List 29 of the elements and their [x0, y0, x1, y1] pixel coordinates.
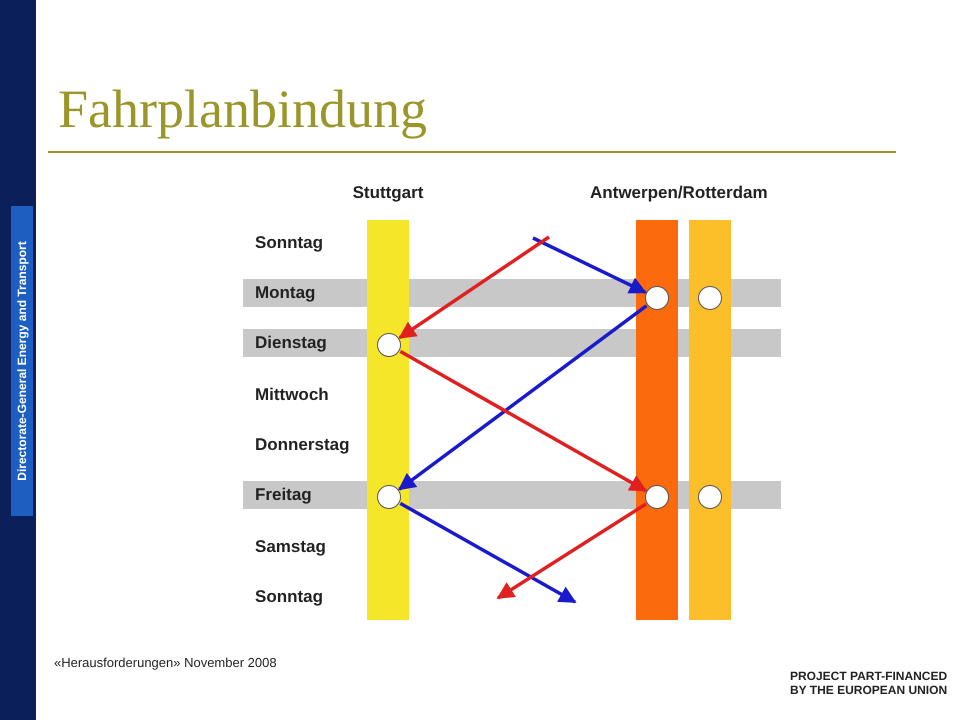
slide-title: Fahrplanbindung [58, 78, 427, 140]
footer-note: «Herausforderungen» November 2008 [54, 655, 277, 670]
day-label: Dienstag [255, 333, 327, 353]
arrow [399, 350, 648, 492]
column-bar [367, 220, 409, 620]
funding-note: PROJECT PART-FINANCED BY THE EUROPEAN UNION [790, 669, 948, 697]
stop-circle [698, 485, 722, 509]
stop-circle [377, 485, 401, 509]
stop-circle [645, 485, 669, 509]
stop-circle [645, 286, 669, 310]
day-label: Sonntag [255, 233, 323, 253]
sidebar-caption: Directorate-General Energy and Transport [11, 206, 33, 516]
day-label: Samstag [255, 537, 326, 557]
column-bar [636, 220, 678, 620]
column-heading: Antwerpen/Rotterdam [590, 183, 768, 203]
stop-circle [698, 286, 722, 310]
day-label: Mittwoch [255, 385, 329, 405]
day-label: Montag [255, 283, 316, 303]
arrow [532, 236, 647, 294]
arrow [398, 304, 648, 491]
arrow [496, 502, 647, 600]
column-bar [689, 220, 731, 620]
day-label: Freitag [255, 485, 312, 505]
arrow [399, 502, 577, 604]
column-heading: Stuttgart [352, 183, 424, 203]
day-label: Donnerstag [255, 435, 350, 455]
day-label: Sonntag [255, 587, 323, 607]
arrow [398, 236, 550, 340]
stop-circle [377, 333, 401, 357]
